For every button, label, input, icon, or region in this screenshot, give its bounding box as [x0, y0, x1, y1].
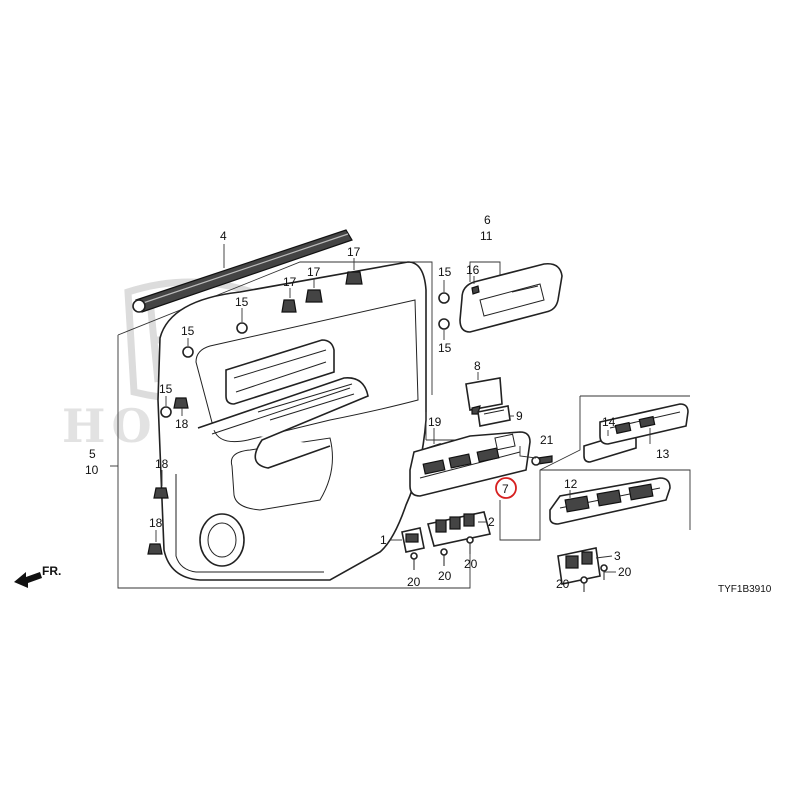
callout-5: 5	[89, 447, 96, 461]
screws-20	[410, 536, 608, 592]
callout-6: 6	[484, 213, 491, 227]
part-12-switch-panel	[549, 477, 671, 525]
callout-15b: 15	[181, 324, 195, 338]
callout-21: 21	[540, 433, 554, 447]
callout-12: 12	[564, 477, 578, 491]
callout-18a: 18	[175, 417, 189, 431]
callout-17b: 17	[307, 265, 321, 279]
callout-15a: 15	[235, 295, 249, 309]
clip-17a	[281, 299, 297, 313]
clip-15c	[160, 406, 172, 418]
callout-15c: 15	[159, 382, 173, 396]
callout-20c: 20	[464, 557, 478, 571]
part-6-11-handle-bezel	[459, 261, 563, 333]
callout-18b: 18	[155, 457, 169, 471]
clip-17c	[345, 271, 363, 285]
screw-20d	[580, 576, 588, 592]
callout-10: 10	[85, 463, 99, 477]
screw-20c	[466, 536, 474, 554]
screw-20e	[600, 564, 608, 580]
callout-20d: 20	[556, 577, 570, 591]
callout-8: 8	[474, 359, 481, 373]
callout-20e: 20	[618, 565, 632, 579]
right-group-box	[499, 396, 581, 541]
callout-13: 13	[656, 447, 670, 461]
screw-16	[471, 285, 480, 295]
clip-15b	[182, 346, 194, 358]
highlight-circle-7	[495, 477, 517, 499]
callout-4: 4	[220, 229, 227, 243]
part-7-switch-panel	[409, 412, 531, 499]
callout-19: 19	[428, 415, 442, 429]
part-4-molding-strip	[132, 229, 353, 313]
part-9-cover	[477, 405, 511, 427]
clip-18b	[153, 487, 169, 499]
part-2-master-switch	[427, 511, 491, 547]
part-1-switch	[401, 527, 425, 553]
callout-16: 16	[466, 263, 480, 277]
callout-11: 11	[480, 229, 493, 243]
callout-17c: 17	[347, 245, 361, 259]
callout-14: 14	[602, 415, 616, 429]
right-group-box-mid	[540, 469, 691, 530]
callout-20a: 20	[407, 575, 421, 589]
clip-17b	[305, 289, 323, 303]
callout-17a: 17	[283, 275, 297, 289]
clip-18a	[173, 397, 189, 409]
callout-9: 9	[516, 409, 523, 423]
callout-15e: 15	[438, 341, 452, 355]
callout-labels: 4 17 17 17 15 15 15 15 15 16 6 11 18 18 …	[85, 213, 670, 591]
callout-2: 2	[488, 515, 495, 529]
drawing-code: TYF1B3910	[718, 584, 772, 595]
callout-3: 3	[614, 549, 621, 563]
clip-15d	[438, 292, 450, 304]
front-arrow: FR.	[14, 564, 61, 588]
screw-20a	[410, 552, 418, 570]
callout-1: 1	[380, 533, 387, 547]
callout-15d: 15	[438, 265, 452, 279]
clips-17	[281, 271, 363, 313]
clip-15a	[236, 322, 248, 334]
part-3-switch	[557, 547, 601, 585]
clip-15e	[438, 318, 450, 330]
clips-15	[160, 292, 450, 418]
leader-lines	[110, 244, 651, 573]
callout-7: 7	[502, 482, 509, 496]
front-label: FR.	[42, 564, 61, 578]
screw-20b	[440, 548, 448, 566]
upper-trim-grille	[225, 339, 335, 405]
part-13-switch-bezel	[599, 403, 689, 445]
clip-18c	[147, 543, 163, 555]
armrest	[197, 377, 369, 469]
clips-18	[147, 397, 189, 555]
callout-18c: 18	[149, 516, 163, 530]
part-21-screw	[531, 455, 553, 466]
callout-20b: 20	[438, 569, 452, 583]
